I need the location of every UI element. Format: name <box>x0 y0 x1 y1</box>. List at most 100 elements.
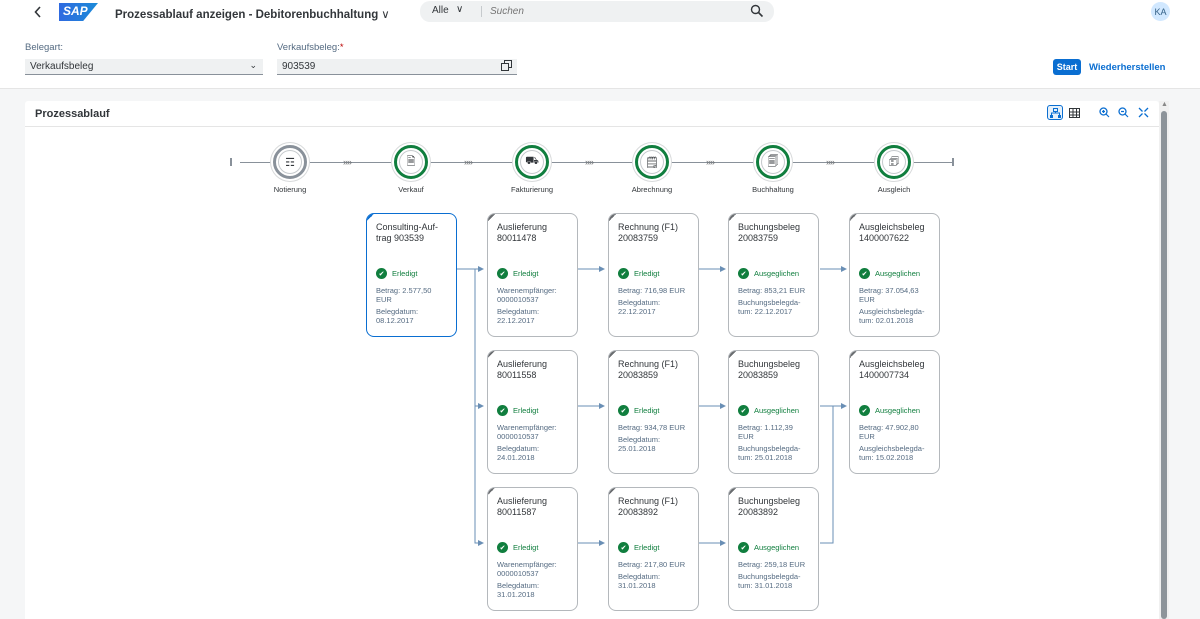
node-attribute-1: Betrag: 934,78 EUR <box>618 423 686 432</box>
hierarchy-view-button[interactable] <box>1047 105 1063 120</box>
node-status: ✔Erledigt <box>497 542 568 553</box>
node-title: Ausgleichsbeleg 1400007734 <box>859 359 925 380</box>
node-status: ✔Ausgeglichen <box>859 405 930 416</box>
lane-ausgleich[interactable]: 🗊 Ausgleich <box>844 145 944 194</box>
table-view-button[interactable] <box>1066 105 1082 120</box>
success-check-icon: ✔ <box>618 268 629 279</box>
lane-circle: ☶ <box>273 145 307 179</box>
process-flow-panel: Prozessablauf <box>25 101 1159 619</box>
node-corner-marker <box>488 214 495 221</box>
node-consulting-auftrag[interactable]: Consulting-Auf-trag 903539 ✔Erledigt Bet… <box>366 213 457 337</box>
shipping-truck-icon: ⛟ <box>520 150 544 174</box>
node-ausgleichsbeleg-1400007622[interactable]: Ausgleichsbeleg 1400007622 ✔Ausgeglichen… <box>849 213 940 337</box>
success-check-icon: ✔ <box>376 268 387 279</box>
zoom-out-icon <box>1117 107 1128 118</box>
node-status-text: Ausgeglichen <box>754 269 800 278</box>
lane-arrow-2: »» <box>464 157 473 167</box>
sales-doc-label: Verkaufsbeleg:* <box>277 42 344 53</box>
node-corner-marker <box>729 351 736 358</box>
success-check-icon: ✔ <box>859 268 870 279</box>
user-avatar[interactable]: KA <box>1151 2 1170 21</box>
scrollbar-thumb[interactable] <box>1161 111 1167 619</box>
lane-label: Ausgleich <box>877 185 911 194</box>
node-attribute-1: Warenempfänger: 0000010537 <box>497 560 557 578</box>
node-title: Buchungsbeleg 20083892 <box>738 496 801 517</box>
zoom-out-button[interactable] <box>1115 105 1131 120</box>
lane-line <box>240 162 952 163</box>
node-attribute-1: Betrag: 716,98 EUR <box>618 286 686 295</box>
node-rechnung-20083859[interactable]: Rechnung (F1) 20083859 ✔Erledigt Betrag:… <box>608 350 699 474</box>
node-buchungsbeleg-20083892[interactable]: Buchungsbeleg 20083892 ✔Ausgeglichen Bet… <box>728 487 819 611</box>
node-buchungsbeleg-20083859[interactable]: Buchungsbeleg 20083859 ✔Ausgeglichen Bet… <box>728 350 819 474</box>
node-title: Buchungsbeleg 20083759 <box>738 222 801 243</box>
node-status: ✔Erledigt <box>497 268 568 279</box>
node-attribute-2: Buchungsbelegda-tum: 31.01.2018 <box>738 572 801 590</box>
search-field: Alle ∨ <box>420 1 774 22</box>
lane-circle: 🗒 <box>635 145 669 179</box>
lane-label: Buchhaltung <box>752 185 794 194</box>
success-check-icon: ✔ <box>497 268 508 279</box>
start-button[interactable]: Start <box>1053 59 1081 75</box>
value-help-icon[interactable] <box>501 60 512 71</box>
lane-notierung[interactable]: ☶ Notierung <box>240 145 340 194</box>
panel-title: Prozessablauf <box>35 108 110 120</box>
node-status: ✔Erledigt <box>497 405 568 416</box>
search-input[interactable] <box>490 3 740 19</box>
node-corner-marker <box>729 488 736 495</box>
sales-doc-value: 903539 <box>282 61 316 72</box>
node-attribute-1: Betrag: 853,21 EUR <box>738 286 806 295</box>
clearing-icon: 🗊 <box>882 150 906 174</box>
node-rechnung-20083892[interactable]: Rechnung (F1) 20083892 ✔Erledigt Betrag:… <box>608 487 699 611</box>
lane-verkauf[interactable]: 🗎 Verkauf <box>361 145 461 194</box>
node-attribute-2: Buchungsbelegda-tum: 22.12.2017 <box>738 298 801 316</box>
sales-doc-input[interactable]: 903539 <box>277 59 517 75</box>
node-status-text: Erledigt <box>513 406 539 415</box>
vertical-scrollbar[interactable]: ▲ <box>1159 101 1169 619</box>
lane-circle: ⛟ <box>515 145 549 179</box>
node-attribute-2: Belegdatum: 31.01.2018 <box>497 581 540 599</box>
lane-fakturierung[interactable]: ⛟ Fakturierung <box>482 145 582 194</box>
node-auslieferung-80011478[interactable]: Auslieferung 80011478 ✔Erledigt Warenemp… <box>487 213 578 337</box>
fit-to-screen-button[interactable] <box>1135 105 1151 120</box>
chevron-left-icon <box>34 6 41 18</box>
node-status-text: Ausgeglichen <box>754 406 800 415</box>
lane-circle: 🗊 <box>877 145 911 179</box>
lane-label: Abrechnung <box>631 185 673 194</box>
success-check-icon: ✔ <box>618 405 629 416</box>
sales-doc-label-text: Verkaufsbeleg: <box>277 42 340 53</box>
success-check-icon: ✔ <box>738 268 749 279</box>
doc-type-value: Verkaufsbeleg <box>30 61 94 72</box>
node-auslieferung-80011587[interactable]: Auslieferung 80011587 ✔Erledigt Warenemp… <box>487 487 578 611</box>
node-status: ✔ Ausgeglichen <box>738 268 809 279</box>
hierarchy-icon <box>1049 107 1061 118</box>
doc-type-select[interactable]: Verkaufsbeleg ⌄ <box>25 59 263 75</box>
node-buchungsbeleg-20083759[interactable]: Buchungsbeleg 20083759 ✔ Ausgeglichen Bet… <box>728 213 819 337</box>
fit-icon <box>1138 107 1148 118</box>
node-status-text: Erledigt <box>634 269 660 278</box>
node-attribute-1: Betrag: 37.054,63 EUR <box>859 286 919 304</box>
reset-button[interactable]: Wiederherstellen <box>1089 62 1166 73</box>
node-attribute-2: Buchungsbelegda-tum: 25.01.2018 <box>738 444 801 462</box>
node-rechnung-20083759[interactable]: Rechnung (F1) 20083759 ✔ Erledigt Betrag:… <box>608 213 699 337</box>
sales-document-icon: 🗎 <box>399 150 423 174</box>
search-icon[interactable] <box>750 4 764 18</box>
node-attribute-2: Belegdatum: 25.01.2018 <box>618 435 661 453</box>
chevron-down-icon: ⌄ <box>249 60 257 70</box>
node-title: Rechnung (F1) 20083759 <box>618 222 679 243</box>
node-auslieferung-80011558[interactable]: Auslieferung 80011558 ✔Erledigt Warenemp… <box>487 350 578 474</box>
node-title: Auslieferung 80011587 <box>497 496 548 517</box>
lane-abrechnung[interactable]: 🗒 Abrechnung <box>602 145 702 194</box>
node-corner-marker <box>729 214 736 221</box>
scroll-up-icon[interactable]: ▲ <box>1161 101 1168 108</box>
app-title-menu[interactable]: Prozessablauf anzeigen - Debitorenbuchha… <box>115 7 390 21</box>
node-ausgleichsbeleg-1400007734[interactable]: Ausgleichsbeleg 1400007734 ✔Ausgeglichen… <box>849 350 940 474</box>
zoom-in-button[interactable] <box>1096 105 1112 120</box>
lane-buchhaltung[interactable]: 🗐 Buchhaltung <box>723 145 823 194</box>
node-corner-marker <box>488 488 495 495</box>
chevron-down-icon[interactable]: ∨ <box>456 4 464 15</box>
back-button[interactable] <box>34 6 44 21</box>
node-status-text: Erledigt <box>392 269 418 278</box>
lane-circle: 🗐 <box>756 145 790 179</box>
search-scope-select[interactable]: Alle <box>432 5 449 16</box>
node-attribute-2: Belegdatum: 31.01.2018 <box>618 572 661 590</box>
